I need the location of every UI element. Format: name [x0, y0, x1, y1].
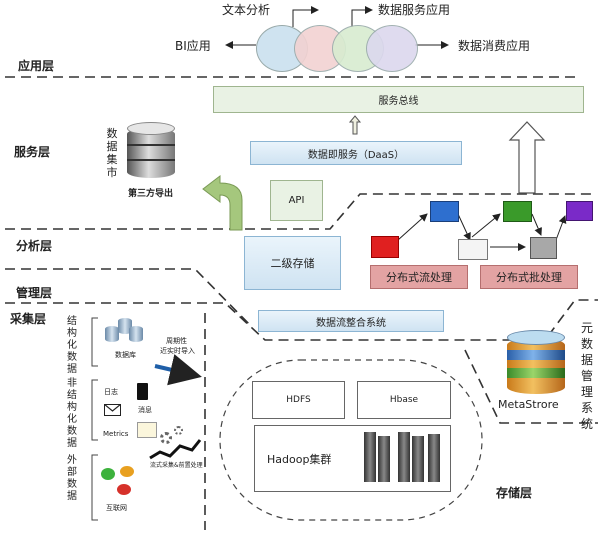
import-note-1: 周期性 [166, 337, 187, 345]
external-label: 外部数据 [67, 455, 77, 502]
daas-box: 数据即服务（DaaS） [250, 141, 462, 165]
hdfs-box: HDFS [252, 381, 345, 419]
top-arrows [225, 6, 449, 49]
cube-gray [530, 237, 557, 259]
batch-processing-label: 分布式批处理 [496, 271, 562, 284]
collection-brackets [91, 317, 98, 521]
api-label: API [288, 195, 305, 206]
database-icon [105, 318, 145, 344]
analysis-arrows [397, 213, 567, 251]
structured-label: 结构化数据 [67, 316, 77, 375]
log-icon [137, 383, 148, 400]
hdfs-label: HDFS [286, 395, 311, 405]
chart-icon [137, 422, 157, 438]
layer-analysis: 分析层 [16, 239, 53, 253]
cube-blue [430, 201, 459, 222]
weibo-icon [120, 466, 134, 477]
cube-white [458, 239, 488, 260]
stream-line [149, 439, 202, 460]
cube-purple [566, 201, 593, 221]
server-rack-icon [364, 432, 444, 484]
daas-label: 数据即服务（DaaS） [307, 149, 405, 161]
stream-collect-label: 流式采集&前置处理 [150, 462, 203, 469]
big-up-arrow [508, 121, 546, 194]
circle-4 [366, 25, 418, 72]
internet-label: 互联网 [106, 504, 127, 512]
third-party-export-label: 第三方导出 [128, 189, 174, 199]
hadoop-label: Hadoop集群 [267, 452, 332, 466]
metrics-label: Metrics [103, 430, 129, 438]
service-bus: 服务总线 [213, 86, 584, 113]
metastore-icon [507, 330, 565, 396]
layer-management: 管理层 [16, 286, 53, 300]
text-analysis-label: 文本分析 [222, 3, 271, 17]
service-arrows [348, 115, 362, 135]
layer-separators [5, 76, 598, 530]
layer-storage: 存储层 [496, 486, 533, 500]
cube-green [503, 201, 532, 222]
import-arrow [154, 354, 202, 386]
import-note-2: 近实时导入 [160, 347, 195, 355]
api-box: API [270, 180, 323, 221]
wechat-icon [101, 468, 115, 480]
service-bus-label: 服务总线 [378, 96, 419, 107]
integration-system-box: 数据流整合系统 [258, 310, 444, 332]
secondary-storage-label: 二级存储 [270, 257, 315, 270]
weibo-red-icon [117, 484, 131, 495]
bi-app-label: BI应用 [175, 39, 211, 53]
gear-small-icon [174, 426, 183, 435]
stream-processing-label: 分布式流处理 [386, 271, 452, 284]
layer-app: 应用层 [18, 59, 55, 73]
data-mart-icon [127, 122, 175, 184]
secondary-storage-box: 二级存储 [244, 236, 341, 290]
layer-collection: 采集层 [10, 312, 47, 326]
data-service-app-label: 数据服务应用 [378, 3, 451, 17]
export-arrow [202, 174, 243, 231]
hbase-label: Hbase [389, 395, 419, 405]
cube-red [371, 236, 399, 258]
hbase-box: Hbase [357, 381, 451, 419]
meta-mgmt-label: 元数据管理系统 [580, 321, 593, 431]
metastore-label: MetaStrore [498, 398, 559, 411]
batch-processing-box: 分布式批处理 [480, 265, 578, 289]
gear-icon [160, 432, 172, 444]
data-mart-label: 数据集市 [106, 127, 118, 179]
unstructured-label: 非结构化数据 [67, 378, 77, 449]
message-label: 消息 [138, 406, 152, 414]
layer-service: 服务层 [14, 145, 51, 159]
stream-processing-box: 分布式流处理 [370, 265, 468, 289]
integration-system-label: 数据流整合系统 [316, 317, 386, 329]
data-consume-app-label: 数据消费应用 [458, 39, 531, 53]
mail-icon [104, 404, 121, 416]
log-label: 日志 [104, 388, 118, 396]
database-label: 数据库 [115, 351, 136, 359]
